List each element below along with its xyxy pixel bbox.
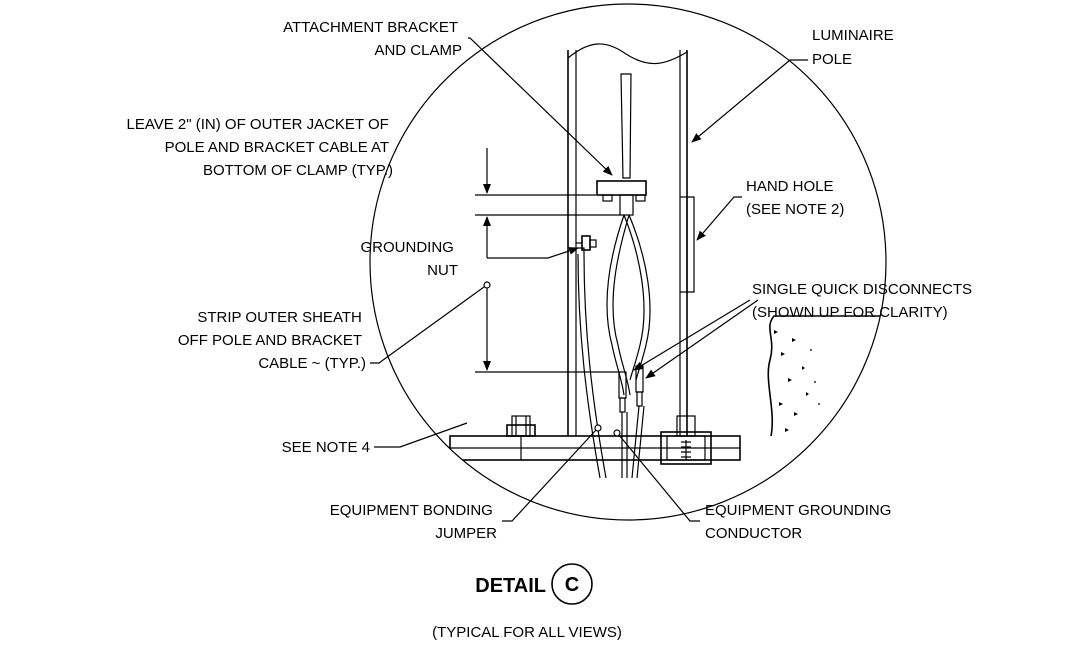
anchor-bolt-left [506,415,536,460]
label-grounding-conductor: EQUIPMENT GROUNDING CONDUCTOR [705,502,896,542]
detail-contents [449,43,886,479]
label-see-note-4: SEE NOTE 4 [282,439,370,456]
detail-symbol: C [565,574,579,596]
attachment-clamp [596,180,647,196]
hand-hole [686,196,695,293]
detail-subtitle: (TYPICAL FOR ALL VIEWS) [432,624,622,641]
label-luminaire-pole: LUMINAIRE POLE [812,27,898,68]
dimension-2-inch [475,148,620,258]
bracket-cable [596,73,651,396]
leader-lines [370,37,808,522]
luminaire-pole [567,43,688,436]
detail-title: DETAIL [475,575,546,597]
label-strip-sheath: STRIP OUTER SHEATH OFF POLE AND BRACKET … [178,309,366,372]
concrete-section [767,315,886,437]
label-attachment-bracket: ATTACHMENT BRACKET AND CLAMP [283,19,462,59]
detail-boundary-circle [369,3,887,521]
detail-symbol-circle [551,563,593,605]
label-bonding-jumper: EQUIPMENT BONDING JUMPER [330,502,497,542]
dimension-strip-length [475,281,620,373]
label-leave-jacket: LEAVE 2" (IN) OF OUTER JACKET OF POLE AN… [127,116,393,179]
label-quick-disconnects: SINGLE QUICK DISCONNECTS (SHOWN UP FOR C… [752,281,976,321]
label-hand-hole: HAND HOLE (SEE NOTE 2) [746,178,844,218]
quick-disconnects [618,365,645,479]
anchor-bolt-right [660,415,712,465]
label-grounding-nut: GROUNDING NUT [360,239,458,279]
grounding-nut [576,235,607,479]
